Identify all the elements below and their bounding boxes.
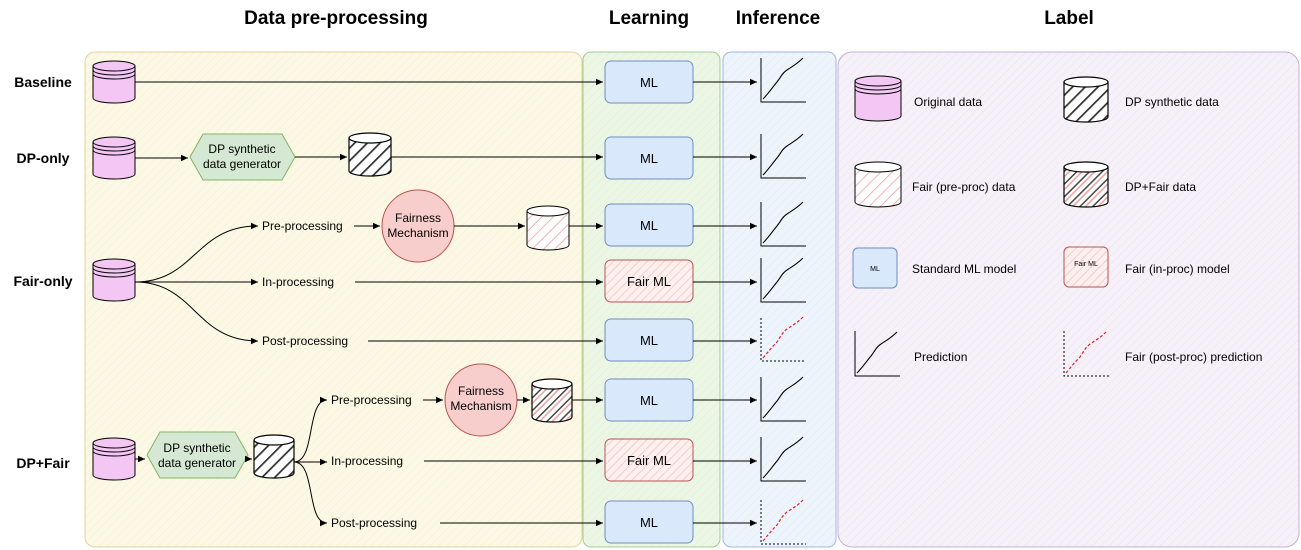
pre-processing-label: Pre-processing	[262, 219, 343, 233]
label-panel	[837, 51, 1300, 548]
post-processing-label: Post-processing	[331, 516, 417, 530]
fairness-mechanism-label: Fairness	[458, 384, 504, 398]
ml-model-box: ML	[604, 60, 694, 104]
fairness-mechanism-circle: Fairness Mechanism	[444, 363, 518, 437]
pre-processing-label: Pre-processing	[331, 393, 412, 407]
dp-synthetic-data-cylinder	[348, 132, 392, 177]
row-label-dp-fair: DP+Fair	[16, 455, 70, 471]
ml-model-box: ML	[604, 318, 694, 362]
prediction-glyph	[760, 436, 806, 482]
original-data-cylinder	[92, 136, 136, 180]
row-label-dp-only: DP-only	[17, 150, 70, 166]
ml-model-box: ML	[604, 378, 694, 422]
legend-dp-fair-data-label: DP+Fair data	[1125, 180, 1196, 194]
ml-box-label: ML	[640, 75, 658, 90]
dp-generator-label: DP synthetic	[163, 441, 230, 455]
fairness-mechanism-label: Fairness	[395, 211, 441, 225]
legend-fair-inproc-model-label: Fair (in-proc) model	[1125, 262, 1230, 276]
original-data-cylinder	[92, 60, 136, 104]
flow-connectors	[134, 78, 757, 527]
legend-fair-inproc-model: Fair ML Fair (in-proc) model	[1063, 246, 1230, 288]
original-data-cylinder	[92, 437, 136, 481]
ml-box-label: ML	[640, 218, 658, 233]
legend-prediction-label: Prediction	[914, 350, 967, 364]
legend-ml-icon-text: ML	[870, 266, 880, 273]
ml-box-label: ML	[640, 151, 658, 166]
fairness-mechanism-label: Mechanism	[450, 399, 511, 413]
ml-box-label: ML	[640, 515, 658, 530]
prediction-glyph	[760, 133, 806, 179]
prediction-glyph	[760, 257, 806, 303]
legend-fair-preproc-data: Fair (pre-proc) data	[854, 161, 1016, 208]
legend-fair-postproc-prediction: Fair (post-proc) prediction	[1063, 331, 1262, 377]
legend-original-data: Original data	[854, 75, 982, 122]
dp-fair-data-cylinder	[531, 378, 573, 423]
ml-model-box: ML	[604, 203, 694, 247]
fair-prediction-glyph	[760, 316, 806, 362]
dp-generator-label: DP synthetic	[208, 142, 275, 156]
inference-panel	[722, 51, 837, 548]
in-processing-label: In-processing	[262, 275, 334, 289]
fair-ml-model-box: Fair ML	[604, 259, 694, 303]
prediction-glyph	[760, 57, 806, 103]
in-processing-label: In-processing	[331, 454, 403, 468]
header-learning: Learning	[609, 8, 689, 29]
legend-fair-preproc-data-label: Fair (pre-proc) data	[912, 180, 1016, 194]
prediction-glyph	[760, 201, 806, 247]
dp-generator-label: data generator	[203, 157, 281, 171]
post-processing-label: Post-processing	[262, 334, 348, 348]
legend-original-data-label: Original data	[914, 95, 982, 109]
legend-fair-ml-icon-text: Fair ML	[1074, 261, 1098, 268]
fair-ml-model-box: Fair ML	[604, 438, 694, 482]
ml-box-label: ML	[640, 333, 658, 348]
header-preprocessing: Data pre-processing	[244, 8, 428, 29]
fair-ml-box-label: Fair ML	[627, 274, 671, 289]
dp-generator-hexagon: DP synthetic data generator	[189, 133, 296, 181]
legend-fair-postproc-prediction-label: Fair (post-proc) prediction	[1125, 350, 1262, 364]
original-data-cylinder	[92, 258, 136, 302]
dp-generator-hexagon: DP synthetic data generator	[146, 431, 249, 479]
fair-preproc-data-cylinder	[526, 205, 570, 251]
ml-model-box: ML	[604, 500, 694, 544]
fair-ml-box-label: Fair ML	[627, 453, 671, 468]
prediction-glyph	[760, 376, 806, 422]
header-inference: Inference	[736, 8, 820, 29]
dp-synthetic-data-cylinder	[253, 434, 295, 479]
fairness-mechanism-label: Mechanism	[387, 226, 448, 240]
legend-dp-fair-data: DP+Fair data	[1063, 161, 1196, 208]
ml-model-box: ML	[604, 136, 694, 180]
fairness-mechanism-circle: Fairness Mechanism	[381, 189, 455, 263]
header-label: Label	[1044, 8, 1094, 29]
row-label-baseline: Baseline	[14, 74, 72, 90]
legend-dp-synthetic-data: DP synthetic data	[1063, 76, 1219, 123]
legend-dp-synthetic-data-label: DP synthetic data	[1125, 95, 1219, 109]
ml-box-label: ML	[640, 393, 658, 408]
legend-standard-ml-model-label: Standard ML model	[912, 262, 1016, 276]
legend-standard-ml-model: ML Standard ML model	[852, 247, 1016, 289]
row-label-fair-only: Fair-only	[13, 273, 72, 289]
dp-generator-label: data generator	[158, 456, 236, 470]
legend-prediction: Prediction	[854, 331, 967, 377]
fair-prediction-glyph	[760, 499, 806, 545]
